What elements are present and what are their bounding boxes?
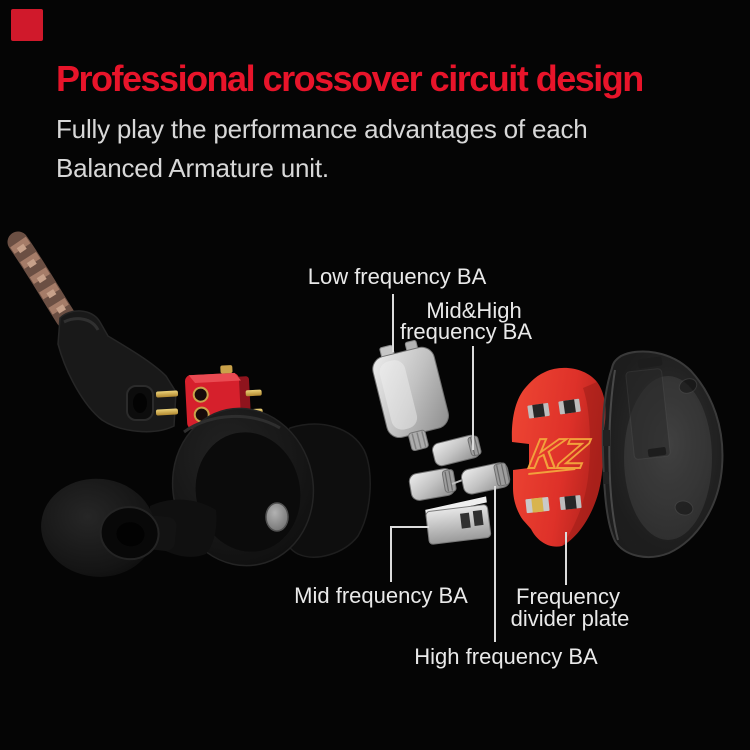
socket-hole	[192, 386, 209, 403]
subtitle-line-2: Balanced Armature unit.	[56, 153, 329, 183]
label-mid-high-frequency-ba-line2: frequency BA	[400, 319, 532, 344]
corner-red-badge	[11, 9, 43, 41]
crossover-divider-plate: KZ	[511, 367, 606, 547]
page-title: Professional crossover circuit design	[56, 58, 644, 99]
ear-hook-housing	[57, 310, 177, 433]
label-mid-high-frequency-ba-line1: Mid&High	[426, 298, 521, 323]
socket-gold-pin	[245, 389, 262, 397]
two-pin-gold-pins	[155, 390, 179, 416]
low-frequency-ba-driver	[372, 340, 449, 452]
label-frequency-divider-line1: Frequency	[516, 584, 620, 609]
mid-frequency-ba-driver	[408, 468, 457, 501]
mid-frequency-ba-driver-box	[425, 496, 492, 545]
mid-high-frequency-ba-driver	[432, 434, 482, 467]
transparent-shell	[601, 350, 724, 558]
subtitle-line-1: Fully play the performance advantages of…	[56, 114, 588, 144]
label-high-frequency-ba: High frequency BA	[414, 644, 598, 669]
label-frequency-divider-line2: divider plate	[511, 606, 630, 631]
earphone-body	[150, 407, 371, 567]
smd-components	[525, 398, 582, 514]
label-low-frequency-ba: Low frequency BA	[308, 264, 487, 289]
high-frequency-ba-driver	[460, 462, 511, 495]
kz-logo: KZ	[525, 429, 595, 477]
label-mid-frequency-ba: Mid frequency BA	[294, 583, 468, 608]
body-vent	[265, 502, 289, 532]
leader-line-mid	[390, 526, 429, 582]
ear-tip	[41, 478, 177, 577]
page-subtitle: Fully play the performance advantages of…	[56, 110, 696, 188]
driver-slot	[460, 512, 471, 529]
driver-slot	[472, 510, 484, 527]
